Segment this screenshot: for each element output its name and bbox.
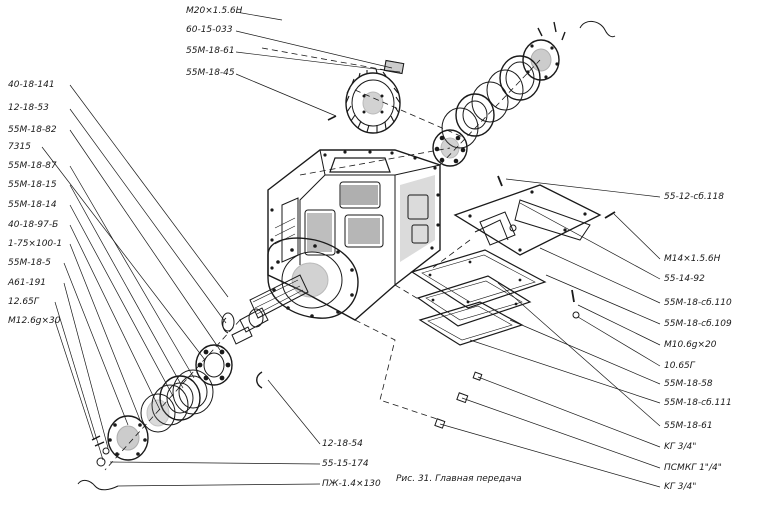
label-left-1: 40-18-141 (8, 80, 55, 90)
label-right-12: ПСМКГ 1"/4" (664, 463, 722, 473)
drawing (41, 11, 661, 491)
gearbox-housing (267, 149, 441, 321)
cover-plate-right (453, 175, 616, 256)
pinion-shaft (231, 274, 309, 345)
label-left-9: 1-75×100-1 (8, 239, 63, 249)
label-right-13: KГ 3/4" (664, 482, 697, 492)
label-top-1: M20×1.5.6H (186, 6, 243, 16)
label-top-4: 55M-18-45 (186, 68, 235, 78)
label-left-12: 12.65Г (8, 297, 39, 307)
label-left-8: 40-18-97-Б (8, 220, 59, 230)
gasket-plates (410, 249, 580, 346)
label-right-10: 55M-18-61 (664, 421, 713, 431)
label-left-10: 55M-18-5 (8, 258, 51, 268)
label-right-5: 55M-18-сб.109 (664, 319, 732, 329)
label-top-2: 60-15-033 (186, 25, 233, 35)
nut-and-plate (383, 59, 405, 75)
label-bottom-1: 12-18-54 (322, 439, 363, 449)
label-left-3: 55M-18-82 (8, 125, 57, 135)
label-left-7: 55M-18-14 (8, 200, 57, 210)
bearing-cup-stack-right (432, 21, 616, 167)
label-top-3: 55M-18-61 (186, 46, 235, 56)
label-right-2: M14×1.5.6H (664, 254, 721, 264)
label-right-7: 10.65Г (664, 361, 695, 371)
drain-plugs (434, 371, 483, 429)
label-left-4: 7315 (8, 142, 31, 152)
label-bottom-2: 55-15-174 (322, 459, 369, 469)
bearing-stack-left (77, 312, 263, 491)
label-left-11: A61-191 (8, 278, 47, 288)
bevel-gear (327, 68, 401, 134)
label-right-9: 55M-18-сб.111 (664, 398, 732, 408)
label-left-2: 12-18-53 (8, 103, 49, 113)
figure-caption: Рис. 31. Главная передача (396, 474, 522, 484)
label-left-13: M12.6g×30 (8, 316, 61, 326)
label-right-6: M10.6g×20 (664, 340, 717, 350)
label-right-3: 55-14-92 (664, 274, 705, 284)
label-right-8: 55M-18-58 (664, 379, 713, 389)
label-left-5: 55M-18-87 (8, 161, 57, 171)
label-right-1: 55-12-сб.118 (664, 192, 724, 202)
label-bottom-3: ПЖ-1.4×130 (322, 479, 381, 489)
label-right-4: 55M-18-сб.110 (664, 298, 732, 308)
label-right-11: KГ 3/4" (664, 442, 697, 452)
leader-lines (41, 11, 661, 488)
label-left-6: 55M-18-15 (8, 180, 57, 190)
assembly-axes (104, 47, 541, 471)
